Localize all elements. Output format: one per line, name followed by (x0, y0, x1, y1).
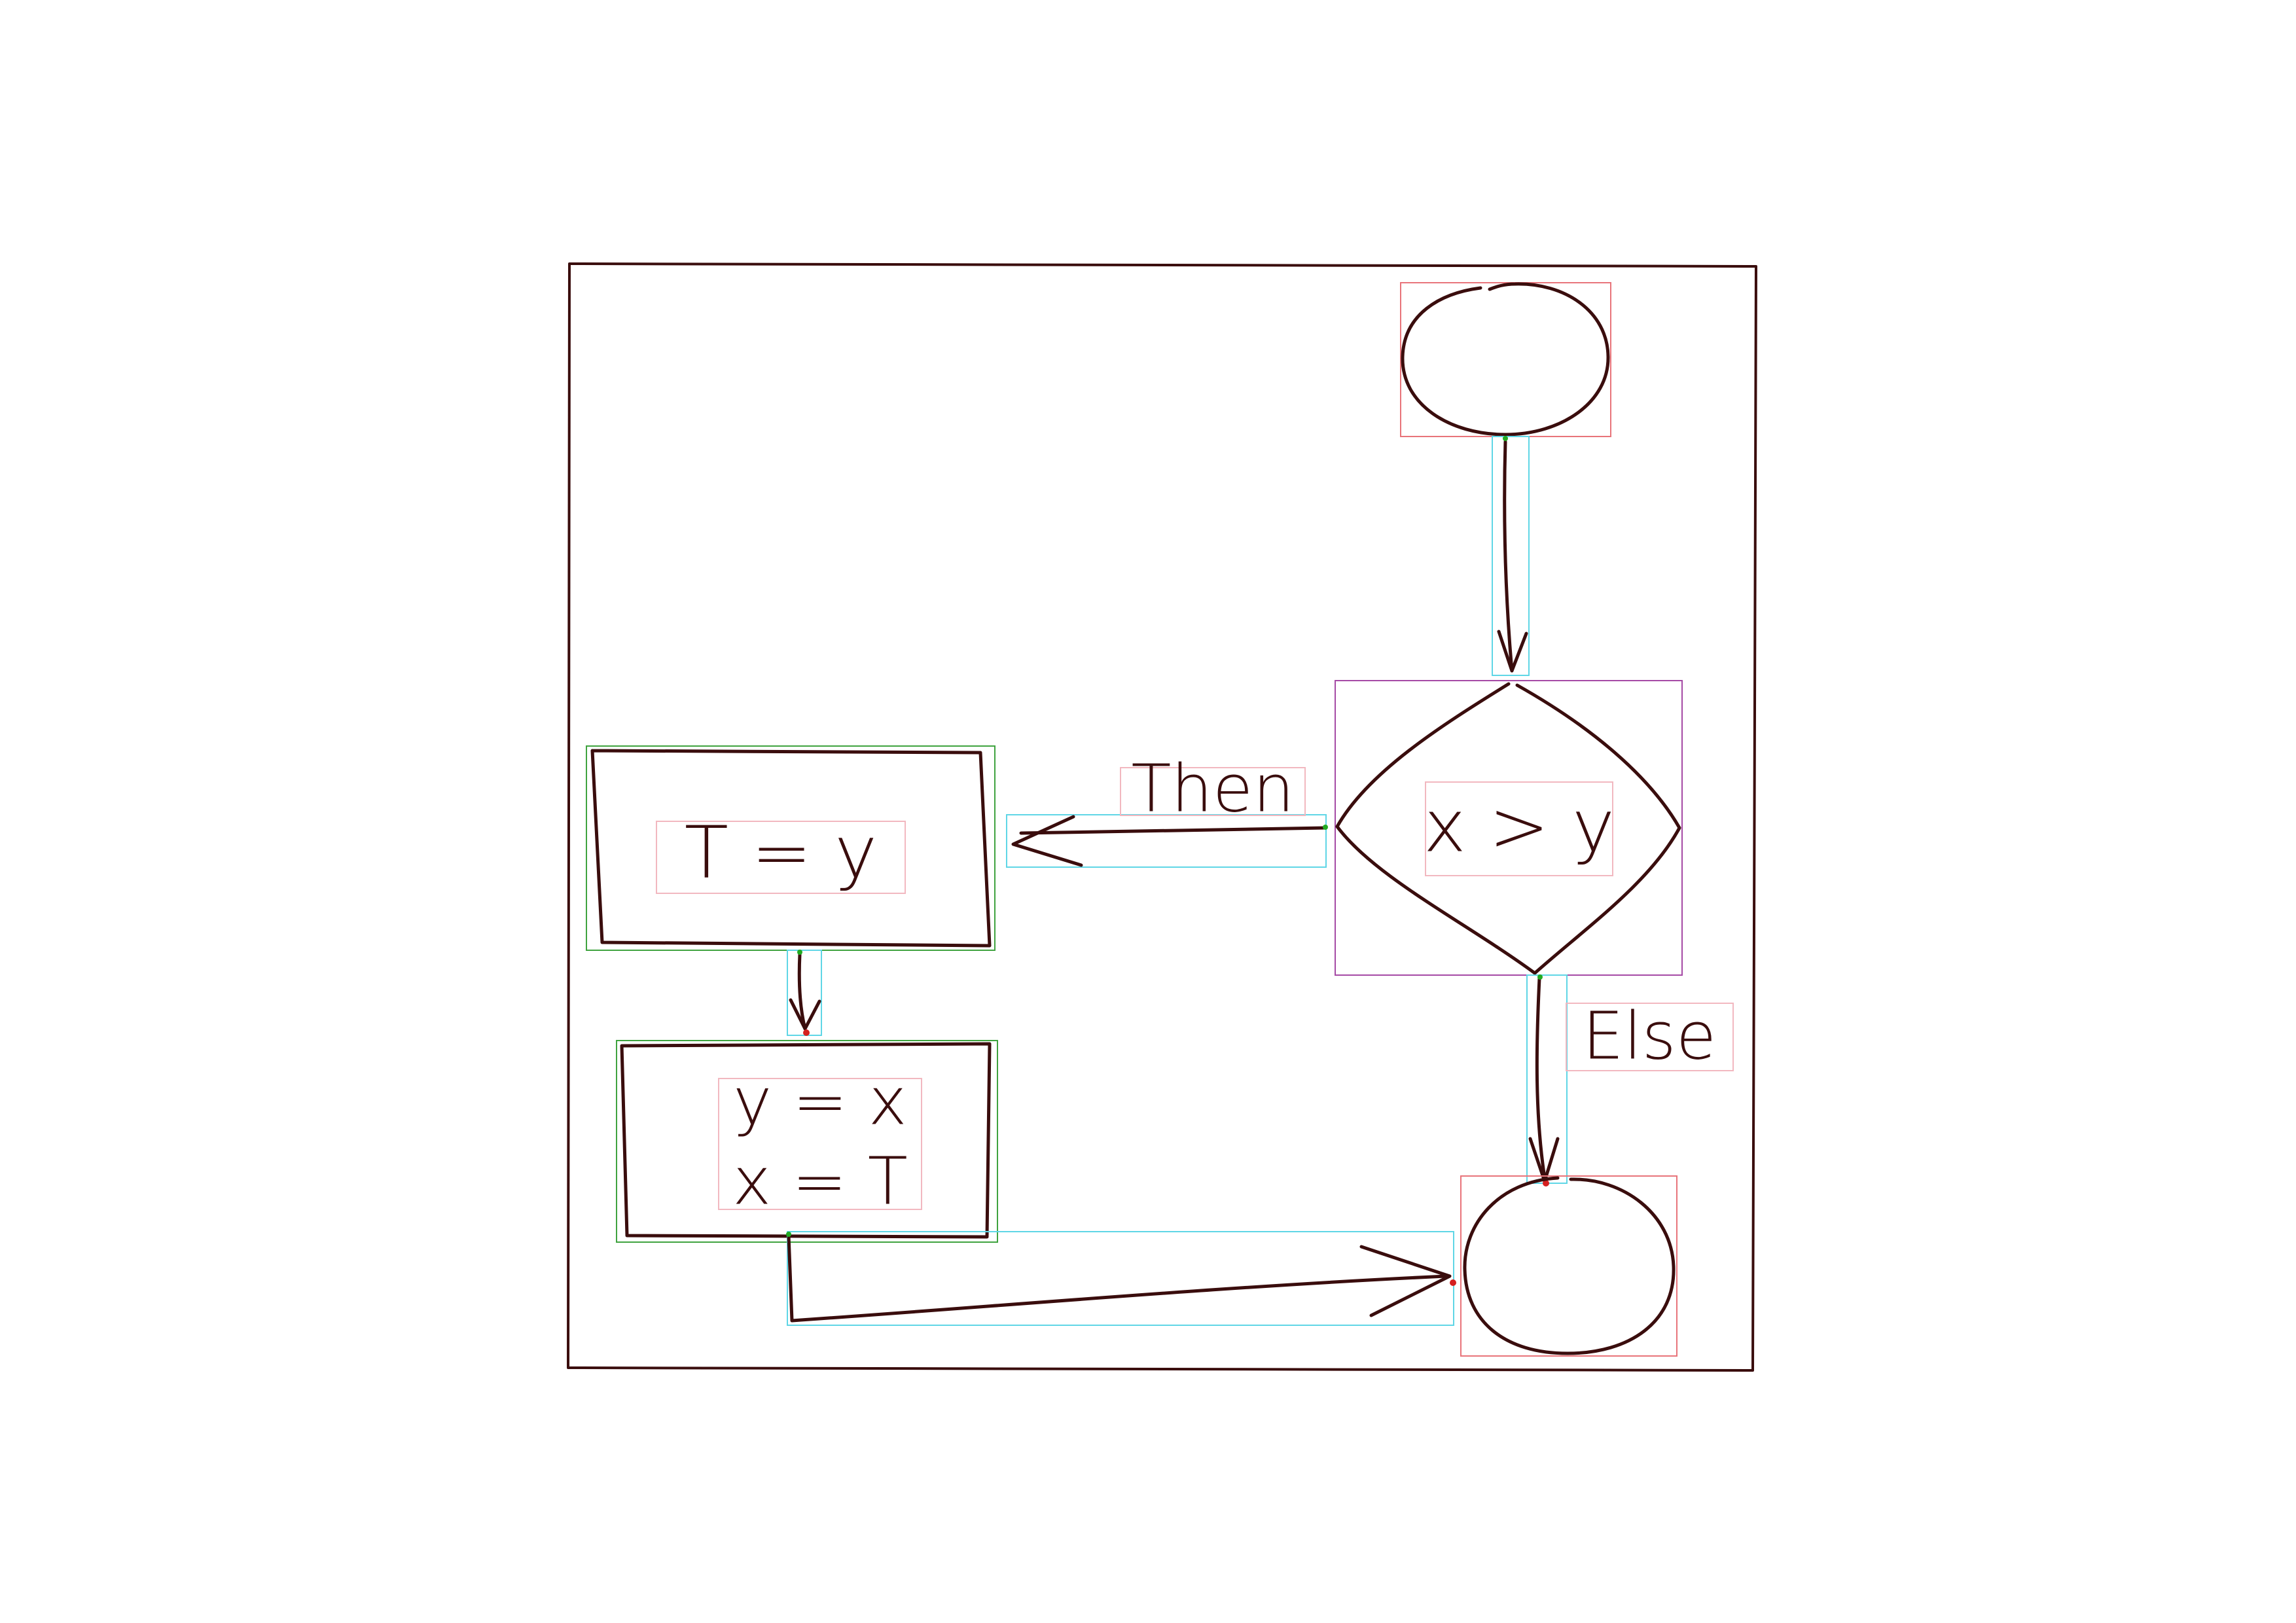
process-text-swap2-line2: x = T (732, 1143, 908, 1219)
decision-condition-text: x > y (1424, 784, 1615, 868)
edge-swap1-to-swap2 (787, 950, 822, 1036)
start-terminal (1400, 282, 1611, 437)
edge-label-then: Then (1131, 750, 1294, 827)
end-terminal (1460, 1175, 1677, 1357)
edge-then: Then (1006, 750, 1328, 868)
process-text-swap2-line1: y = x (733, 1063, 907, 1139)
edge-else: Else (1526, 974, 1734, 1186)
edge-start-to-decision (1492, 436, 1530, 676)
process-node-swap2: y = x x = T (616, 1040, 998, 1243)
edge-swap2-to-end (786, 1231, 1456, 1326)
edge-label-else: Else (1583, 997, 1717, 1074)
process-text-swap1: T = y (685, 810, 877, 894)
process-node-swap1: T = y (586, 745, 996, 951)
decision-node: x > y (1335, 680, 1683, 976)
diagram-frame (567, 262, 1757, 1372)
